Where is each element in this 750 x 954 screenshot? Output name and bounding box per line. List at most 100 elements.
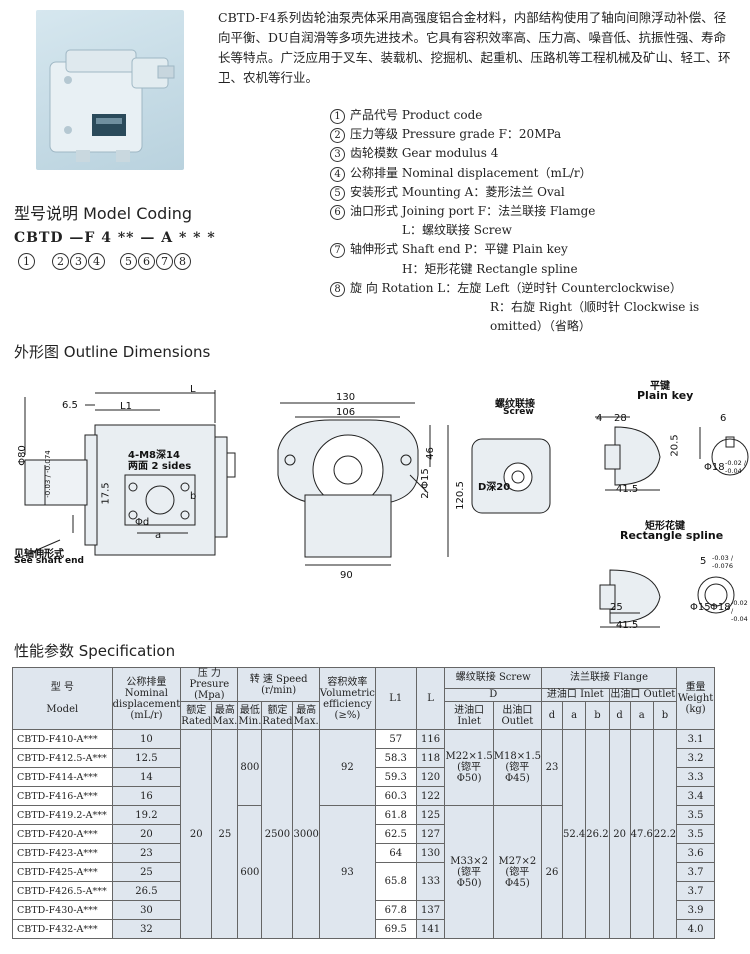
merged-outlet1: M18×1.5 (锪平Φ45) [492, 729, 542, 806]
pump-photo [36, 10, 184, 170]
merged-od: 20 [608, 729, 631, 939]
th-speed-max: 最高 Max. [292, 701, 320, 730]
table-row: CBTD-F410-A***10 20 25 800 2500 3000 92 … [12, 729, 715, 939]
coding-num: 8 [174, 253, 191, 270]
coding-num: 3 [70, 253, 87, 270]
coding-num: 5 [120, 253, 137, 270]
merged-fd1: 23 [540, 729, 564, 806]
screw-depth-label: D深20 [478, 482, 511, 493]
merged-fb: 26.2 [585, 729, 610, 939]
label-sides: 两面 2 sides [128, 461, 192, 472]
dim-120.5: 120.5 [454, 481, 466, 510]
merged-fa: 52.4 [562, 729, 587, 939]
merged-eff1: 92 [318, 729, 376, 806]
coding-num: 2 [52, 253, 69, 270]
merged-min2: 600 [237, 805, 263, 939]
th-pres-rated: 额定 Rated [180, 701, 213, 730]
th-pressure: 压 力 Presure (Mpa) [180, 667, 239, 702]
th-L: L [415, 667, 446, 730]
label-m8: 4-M8深14 [128, 450, 180, 461]
th-D: D [444, 687, 542, 703]
th-fo-a: a [629, 701, 654, 730]
merged-fd2: 26 [540, 805, 564, 939]
th-fi-a: a [562, 701, 587, 730]
coding-num: 1 [18, 253, 35, 270]
th-speed: 转 速 Speed (r/min) [237, 667, 320, 702]
outline-title: 外形图 Outline Dimensions [14, 343, 211, 361]
dim-phid: Φd [135, 517, 150, 528]
merged-oa: 47.6 [629, 729, 654, 939]
dim-a: a [155, 530, 162, 541]
th-L1: L1 [374, 667, 417, 730]
dim-phi18b-tol: -0.02 / -0.04 [731, 599, 748, 623]
outline-drawing [24, 390, 749, 628]
coding-num: 6 [138, 253, 155, 270]
th-speed-rated: 额定 Rated [261, 701, 294, 730]
spline-title: 矩形花键 [645, 521, 685, 532]
merged-min1: 800 [237, 729, 263, 806]
dim-25: 25 [610, 602, 623, 613]
dim-phi18: Φ18 [704, 462, 725, 473]
dim-phi18b: Φ18 [710, 602, 731, 613]
th-flange: 法兰联接 Flange [540, 667, 678, 689]
dim-5-tol: -0.03 / -0.076 [712, 554, 734, 570]
merged-srated: 2500 [261, 729, 294, 939]
coding-num: 4 [88, 253, 105, 270]
dim-20.5: 20.5 [669, 434, 681, 457]
dim-28: 28 [614, 413, 627, 424]
legend-subitem: R：右旋 Right（顺时针 Clockwise is omitted）（省略） [490, 300, 700, 334]
screw-title: 螺纹联接 [495, 399, 535, 410]
dim-41.5b: 41.5 [616, 620, 639, 631]
dim-41.5: 41.5 [616, 484, 639, 495]
th-screw-outlet: 出油口 Outlet [492, 701, 542, 730]
merged-outlet2: M27×2 (锪平Φ45) [492, 805, 542, 939]
dim-b: b [190, 491, 197, 502]
dim-130: 130 [336, 392, 356, 403]
th-screw-inlet: 进油口 Inlet [444, 701, 494, 730]
model-coding-code: CBTD —F 4 ** — A * * * [14, 230, 216, 246]
legend-subitem: H：矩形花键 Rectangle spline [402, 261, 578, 276]
dim-phi80-tol: -0.03 / -0.074 [43, 450, 52, 498]
coding-num: 7 [156, 253, 173, 270]
merged-max: 25 [211, 729, 239, 939]
th-weight: 重量 Weight (kg) [676, 667, 715, 730]
th-flange-inlet: 进油口 Inlet [540, 687, 610, 703]
merged-eff2: 93 [318, 805, 376, 939]
legend-subitem: L：螺纹联接 Screw [402, 223, 512, 238]
dim-6.5: 6.5 [62, 400, 78, 411]
th-fi-d: d [540, 701, 564, 730]
dim-17.5: 17.5 [100, 482, 112, 505]
spline-subtitle: Rectangle spline [620, 529, 724, 542]
intro-paragraph: CBTD-F4系列齿轮油泵壳体采用高强度铝合金材料，内部结构使用了轴向间隙浮动补… [218, 10, 731, 85]
dim-46: 46 [424, 447, 436, 460]
th-screw: 螺纹联接 Screw [444, 667, 542, 689]
merged-rated: 20 [180, 729, 213, 939]
dim-5: 5 [700, 556, 707, 567]
dim-106: 106 [336, 407, 356, 418]
dim-6: 6 [720, 413, 727, 424]
label-see-shaft-cn: 见轴伸形式 [14, 549, 64, 560]
dim-2-phi15: 2-Φ15 [419, 468, 431, 499]
th-displacement: 公称排量 Nominal displacement (mL/r) [111, 667, 182, 730]
th-speed-min: 最低 Min. [237, 701, 263, 730]
th-fi-b: b [585, 701, 610, 730]
dim-L: L [190, 384, 196, 395]
th-fo-b: b [652, 701, 678, 730]
dim-phi18-tol: -0.02 / -0.04 [725, 459, 747, 475]
